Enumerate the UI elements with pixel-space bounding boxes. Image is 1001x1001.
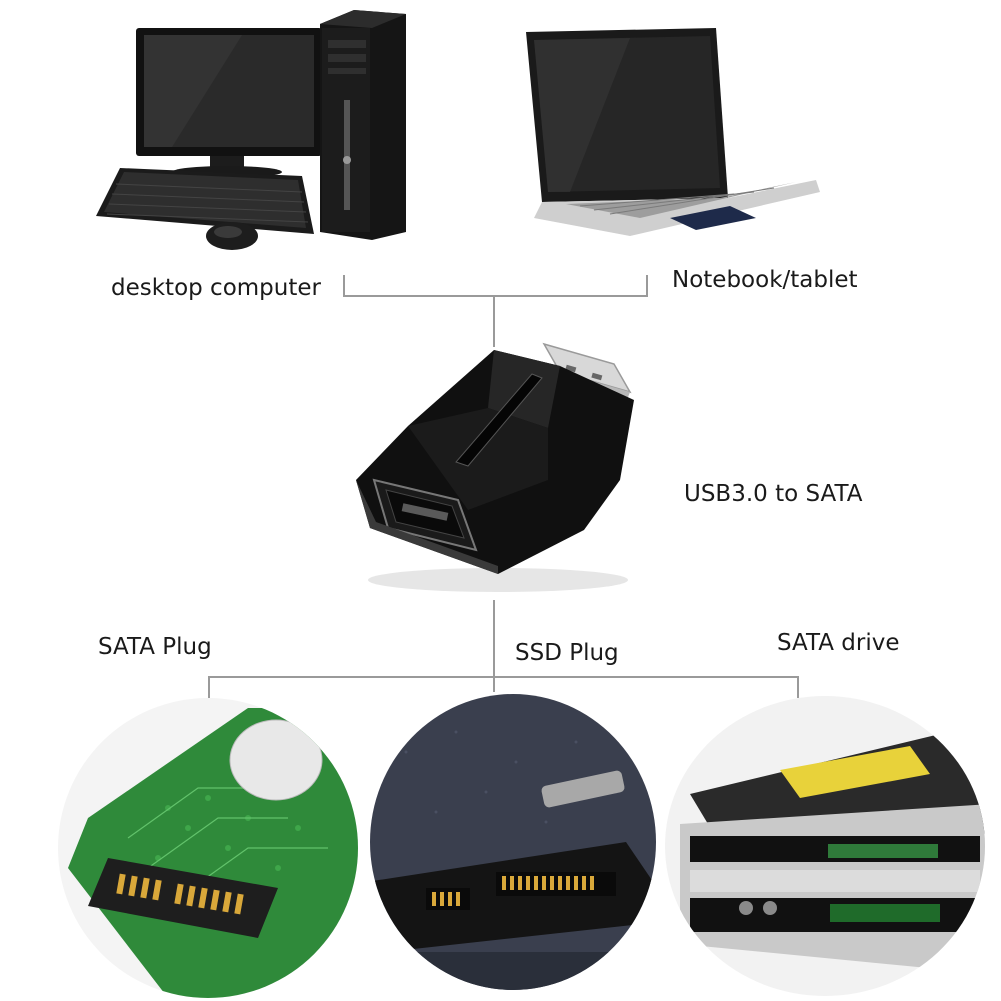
desktop-computer-icon xyxy=(96,10,406,250)
optical-drive-icon xyxy=(665,696,985,996)
ssd-connector xyxy=(370,842,656,952)
laptop-icon xyxy=(526,28,820,236)
label-notebook-tablet: Notebook/tablet xyxy=(672,267,858,293)
connector-line-hdd-drop xyxy=(208,676,210,698)
connector-line-top-horizontal xyxy=(343,295,648,297)
drive-connector xyxy=(828,844,938,858)
ssd-connector-icon xyxy=(370,694,656,990)
connector-line-notebook-drop xyxy=(646,275,648,297)
label-sata-plug: SATA Plug xyxy=(98,634,212,660)
connector-line-top-stem xyxy=(493,295,495,347)
connector-line-bottom-stem xyxy=(493,600,495,678)
label-desktop-computer: desktop computer xyxy=(111,275,321,301)
connector-line-bottom-horizontal xyxy=(208,676,799,678)
usb-sata-adapter-icon xyxy=(356,342,634,592)
connector-line-ssd-drop xyxy=(493,676,495,692)
label-usb3-to-sata: USB3.0 to SATA xyxy=(684,481,863,507)
label-sata-drive: SATA drive xyxy=(777,630,900,656)
ssd-sticker xyxy=(541,770,625,808)
connector-line-desktop-drop xyxy=(343,275,345,297)
connector-line-optical-drop xyxy=(797,676,799,698)
hdd-pcb-icon xyxy=(58,698,358,998)
label-ssd-plug: SSD Plug xyxy=(515,640,619,666)
